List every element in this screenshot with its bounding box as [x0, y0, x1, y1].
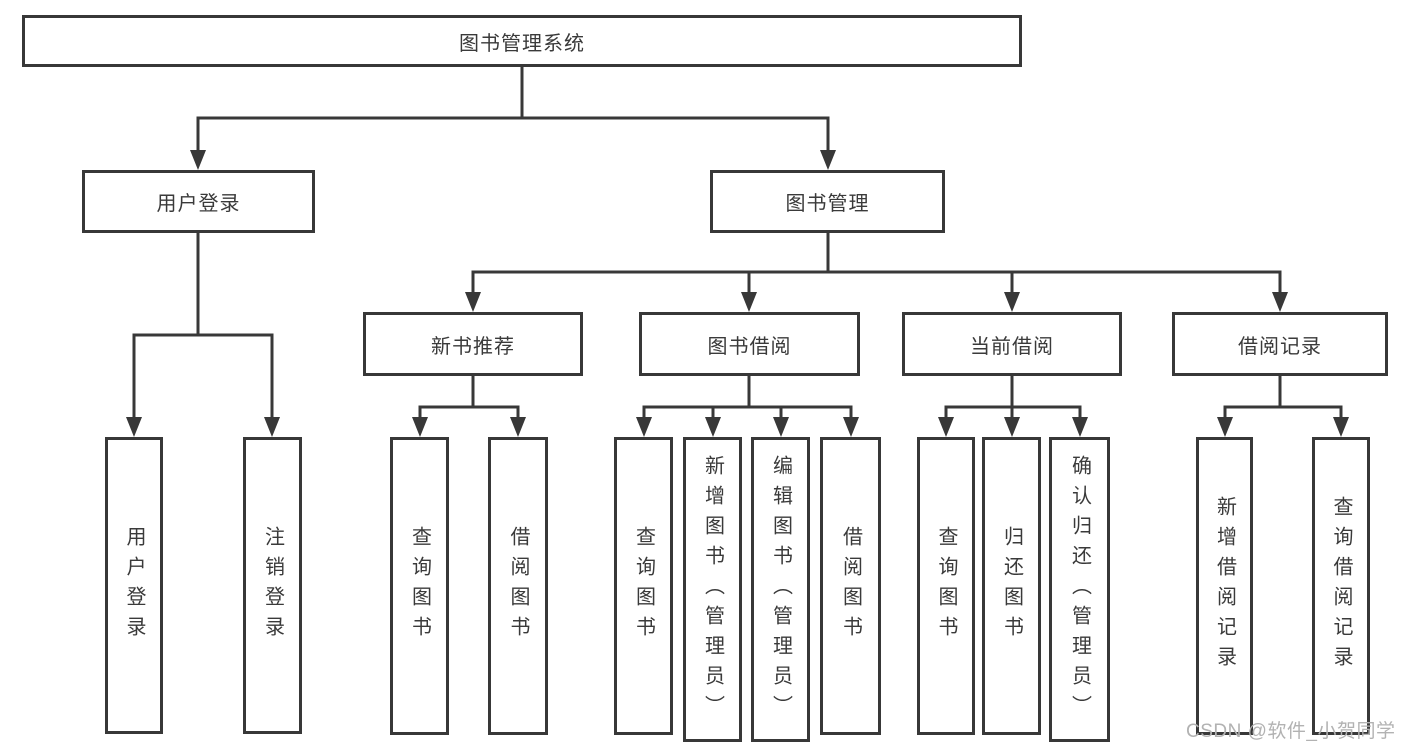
node-user-login: 用户登录: [82, 170, 315, 233]
leaf-borrow-books-1: 借阅图书: [488, 437, 548, 735]
leaf-confirm-return-admin: 确认归还（管理员）: [1049, 437, 1110, 742]
node-new-book-recommendation: 新书推荐: [363, 312, 583, 376]
leaf-confirm-return-admin-label: 确认归还（管理员）: [1068, 454, 1091, 725]
leaf-borrow-books-2-label: 借阅图书: [839, 526, 862, 646]
leaf-query-books-2-label: 查询图书: [632, 526, 655, 646]
leaf-query-books-3-label: 查询图书: [935, 526, 957, 646]
node-book-borrowing: 图书借阅: [639, 312, 860, 376]
leaf-query-borrow-record-label: 查询借阅记录: [1330, 496, 1352, 676]
node-library-management-system-label: 图书管理系统: [459, 32, 585, 55]
leaf-add-books-admin-label: 新增图书（管理员）: [701, 454, 724, 725]
leaf-user-login-label: 用户登录: [123, 525, 145, 646]
node-current-borrowing: 当前借阅: [902, 312, 1122, 376]
node-current-borrowing-label: 当前借阅: [970, 335, 1054, 358]
leaf-query-books-1-label: 查询图书: [408, 526, 431, 646]
node-library-management-system: 图书管理系统: [22, 15, 1022, 67]
node-book-borrowing-label: 图书借阅: [707, 335, 792, 358]
leaf-user-login: 用户登录: [105, 437, 163, 734]
leaf-edit-books-admin-label: 编辑图书（管理员）: [769, 454, 792, 725]
leaf-borrow-books-2: 借阅图书: [820, 437, 881, 735]
leaf-query-books-2: 查询图书: [614, 437, 673, 735]
leaf-query-books-1: 查询图书: [390, 437, 449, 735]
node-book-management-label: 图书管理: [785, 193, 870, 215]
csdn-watermark: CSDN @软件_小贺同学: [1186, 721, 1396, 742]
node-user-login-label: 用户登录: [156, 193, 241, 215]
leaf-return-books: 归还图书: [982, 437, 1041, 735]
leaf-query-books-3: 查询图书: [917, 437, 975, 735]
node-book-management: 图书管理: [710, 170, 945, 233]
leaf-return-books-label: 归还图书: [1000, 526, 1023, 646]
leaf-borrow-books-1-label: 借阅图书: [507, 526, 529, 646]
leaf-logout-label: 注销登录: [261, 525, 284, 646]
node-new-book-recommendation-label: 新书推荐: [431, 335, 515, 358]
leaf-add-borrow-record-label: 新增借阅记录: [1213, 496, 1236, 676]
leaf-logout: 注销登录: [243, 437, 302, 734]
node-borrowing-records-label: 借阅记录: [1238, 335, 1322, 358]
leaf-add-borrow-record: 新增借阅记录: [1196, 437, 1253, 735]
leaf-edit-books-admin: 编辑图书（管理员）: [751, 437, 810, 742]
node-borrowing-records: 借阅记录: [1172, 312, 1388, 376]
leaf-query-borrow-record: 查询借阅记录: [1312, 437, 1370, 735]
leaf-add-books-admin: 新增图书（管理员）: [683, 437, 742, 742]
